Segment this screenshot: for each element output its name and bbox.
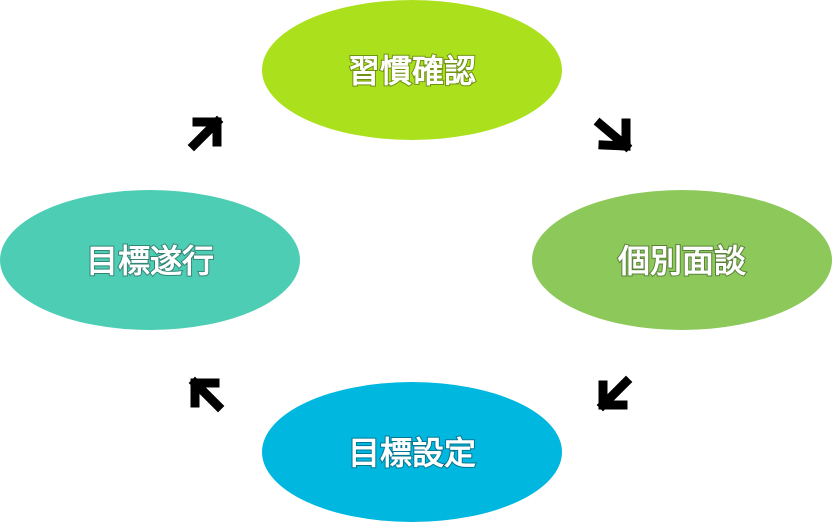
- node-goal-setting-label: 目標設定: [348, 434, 476, 472]
- node-goal-execution: 目標遂行: [0, 190, 300, 330]
- node-goal-setting: 目標設定: [262, 382, 562, 522]
- arrow-down-right-icon: [593, 117, 633, 153]
- node-habit-check: 習慣確認: [262, 0, 562, 140]
- node-habit-check-shape: [262, 0, 562, 140]
- node-habit-check-label: 習慣確認: [348, 52, 476, 90]
- arrow-up-left-icon: [188, 376, 225, 413]
- arrow-up-right-icon: [187, 115, 224, 152]
- arrow-down-left-icon: [596, 375, 633, 412]
- node-goal-execution-label: 目標遂行: [86, 242, 214, 280]
- node-goal-setting-shape: [262, 382, 562, 522]
- node-goal-execution-shape: [0, 190, 300, 330]
- node-individual-interview-label: 個別面談: [617, 242, 747, 280]
- node-individual-interview-shape: [532, 190, 832, 330]
- node-individual-interview: 個別面談: [532, 190, 832, 330]
